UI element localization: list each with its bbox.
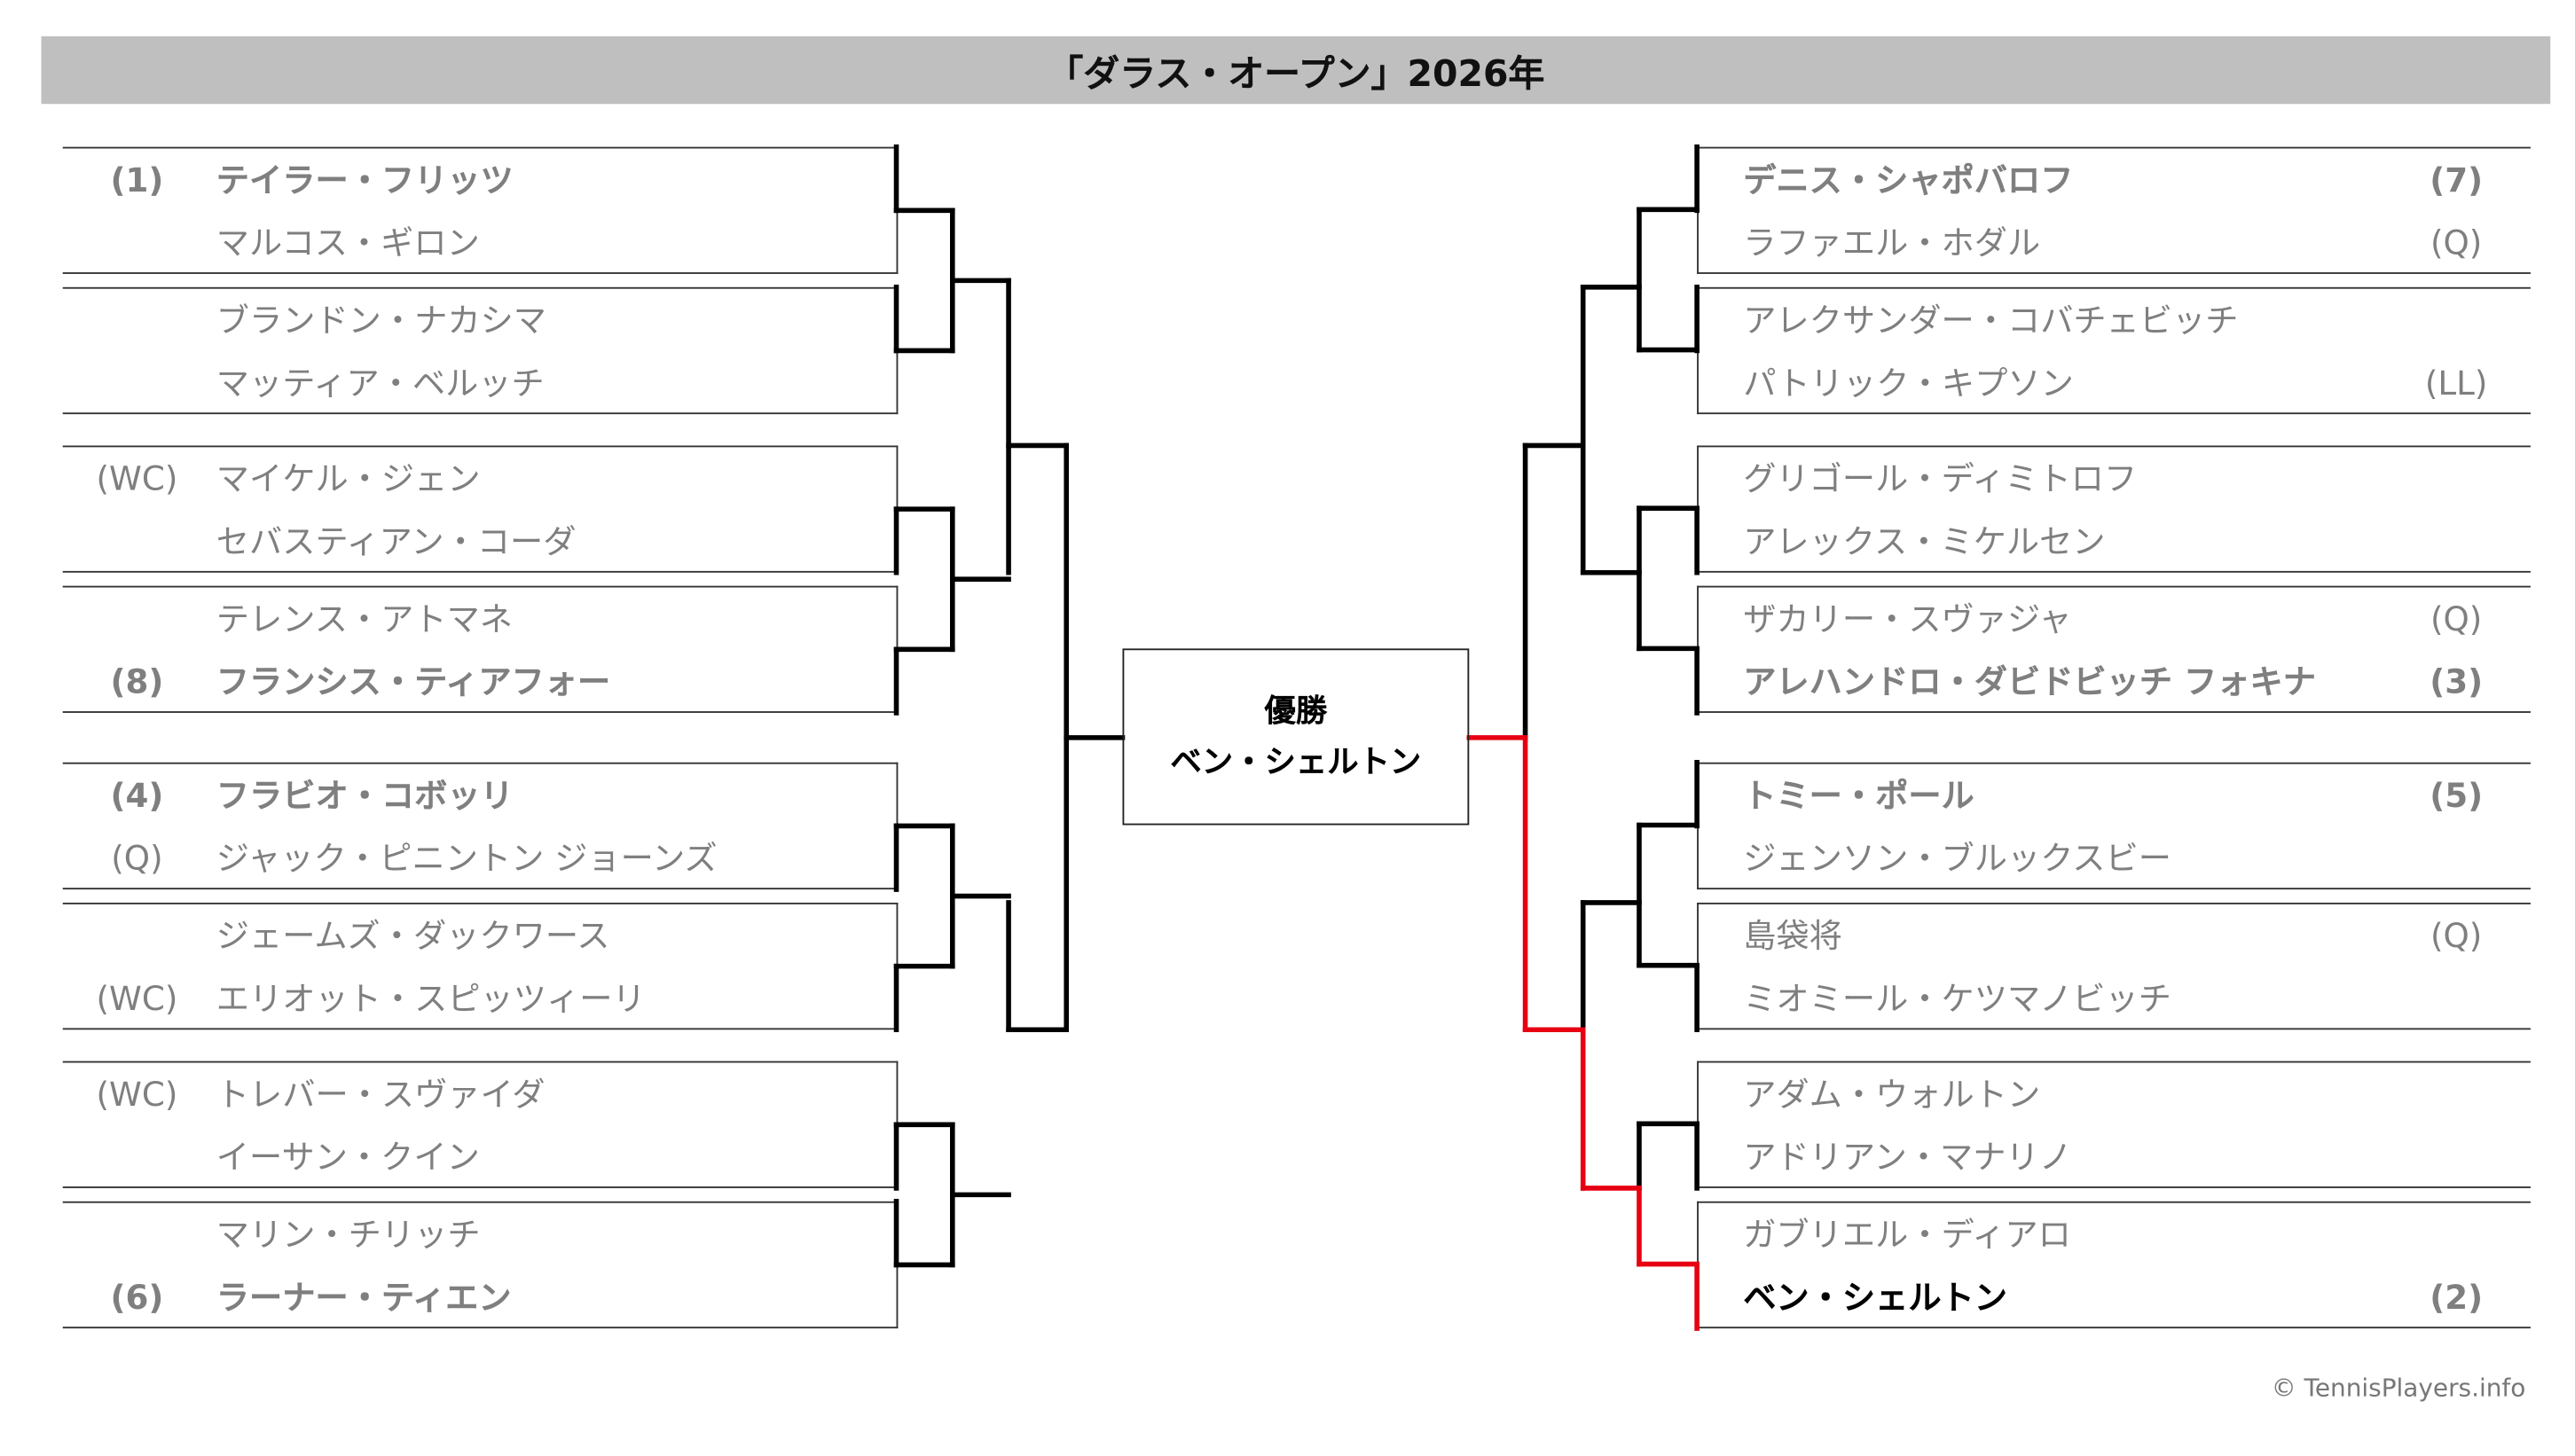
player-seed: (1) <box>110 160 164 200</box>
left-match-box: (1) テイラー・フリッツマルコス・ギロン <box>62 146 899 274</box>
player-seed: (LL) <box>2424 363 2488 403</box>
player-name: セバスティアン・コーダ <box>216 521 577 561</box>
player-name: パトリック・キプソン <box>1743 363 2074 403</box>
player-name: ラーナー・ティエン <box>216 1277 512 1318</box>
player-name: テレンス・アトマネ <box>216 599 514 639</box>
player-name: ザカリー・スヴァジャ <box>1743 599 2072 639</box>
player-name: トミー・ポール <box>1743 775 1974 816</box>
player-name: アレックス・ミケルセン <box>1743 521 2106 561</box>
player-seed: (Q) <box>2430 599 2483 639</box>
player-seed: (WC) <box>96 458 178 499</box>
right-match-box: (5) トミー・ポールジェンソン・ブルックスビー <box>1697 762 2531 890</box>
right-match-box: ガブリエル・ディアロ (2) ベン・シェルトン <box>1697 1201 2531 1329</box>
champion-name: ベン・シェルトン <box>1170 743 1422 780</box>
player-name: アダム・ウォルトン <box>1743 1074 2041 1115</box>
player-name: ジェンソン・ブルックスビー <box>1743 838 2171 879</box>
player-name: アレハンドロ・ダビドビッチ フォキナ <box>1743 661 2316 701</box>
player-name: イーサン・クイン <box>216 1137 480 1177</box>
right-match-box: アレクサンダー・コバチェビッチ (LL) パトリック・キプソン <box>1697 286 2531 415</box>
player-name: ジャック・ピニントン ジョーンズ <box>216 838 718 879</box>
player-seed: (8) <box>110 661 164 701</box>
player-name: テイラー・フリッツ <box>216 160 514 200</box>
champion-label: 優勝 <box>1264 692 1328 729</box>
player-name: フラビオ・コボッリ <box>216 775 514 816</box>
right-match-box: アダム・ウォルトンアドリアン・マナリノ <box>1697 1061 2531 1188</box>
player-seed: (Q) <box>2430 223 2483 262</box>
tournament-title: 「ダラス・オープン」2026年 <box>41 35 2551 105</box>
left-match-box: マリン・チリッチ (6) ラーナー・ティエン <box>62 1201 899 1329</box>
left-match-box: (4) フラビオ・コボッリ (Q) ジャック・ピニントン ジョーンズ <box>62 762 899 890</box>
player-name: グリゴール・ディミトロフ <box>1743 458 2138 499</box>
player-name: マリン・チリッチ <box>216 1214 481 1255</box>
player-seed: (WC) <box>96 978 178 1019</box>
right-match-box: (Q) 島袋将ミオミール・ケツマノビッチ <box>1697 902 2531 1030</box>
player-name: ブランドン・ナカシマ <box>216 300 546 341</box>
player-name: マイケル・ジェン <box>216 458 481 499</box>
player-name: ラファエル・ホダル <box>1743 223 2041 262</box>
player-seed: (4) <box>110 775 164 816</box>
player-name: マッティア・ベルッチ <box>216 363 545 403</box>
player-name: デニス・シャポバロフ <box>1743 160 2074 200</box>
player-seed: (5) <box>2430 775 2484 816</box>
player-name: ガブリエル・ディアロ <box>1743 1214 2071 1255</box>
left-match-box: テレンス・アトマネ (8) フランシス・ティアフォー <box>62 585 899 713</box>
left-match-box: (WC) トレバー・スヴァイダイーサン・クイン <box>62 1061 899 1188</box>
player-name: ミオミール・ケツマノビッチ <box>1743 978 2171 1019</box>
left-match-box: ブランドン・ナカシママッティア・ベルッチ <box>62 286 899 415</box>
player-seed: (3) <box>2430 661 2484 701</box>
player-name: ジェームズ・ダックワース <box>216 915 610 956</box>
player-seed: (Q) <box>111 838 163 879</box>
player-seed: (WC) <box>96 1074 178 1115</box>
player-seed: (2) <box>2430 1277 2484 1318</box>
player-seed: (6) <box>110 1277 164 1318</box>
player-seed: (Q) <box>2430 915 2483 956</box>
champion-box: 優勝 ベン・シェルトン <box>1122 648 1470 826</box>
copyright: © TennisPlayers.info <box>2271 1373 2526 1403</box>
player-name: 島袋将 <box>1743 915 1842 956</box>
player-name: アレクサンダー・コバチェビッチ <box>1743 300 2239 341</box>
player-name: フランシス・ティアフォー <box>216 661 611 701</box>
player-name: アドリアン・マナリノ <box>1743 1137 2072 1177</box>
right-match-box: グリゴール・ディミトロフアレックス・ミケルセン <box>1697 445 2531 573</box>
player-seed: (7) <box>2430 160 2484 200</box>
player-name: マルコス・ギロン <box>216 223 480 262</box>
player-name: トレバー・スヴァイダ <box>216 1074 546 1115</box>
right-match-box: (Q) ザカリー・スヴァジャ (3) アレハンドロ・ダビドビッチ フォキナ <box>1697 585 2531 713</box>
player-name: エリオット・スピッツィーリ <box>216 978 646 1019</box>
right-match-box: (7) デニス・シャポバロフ (Q) ラファエル・ホダル <box>1697 146 2531 274</box>
left-match-box: (WC) マイケル・ジェンセバスティアン・コーダ <box>62 445 899 573</box>
left-match-box: ジェームズ・ダックワース (WC) エリオット・スピッツィーリ <box>62 902 899 1030</box>
player-name: ベン・シェルトン <box>1743 1277 2007 1318</box>
